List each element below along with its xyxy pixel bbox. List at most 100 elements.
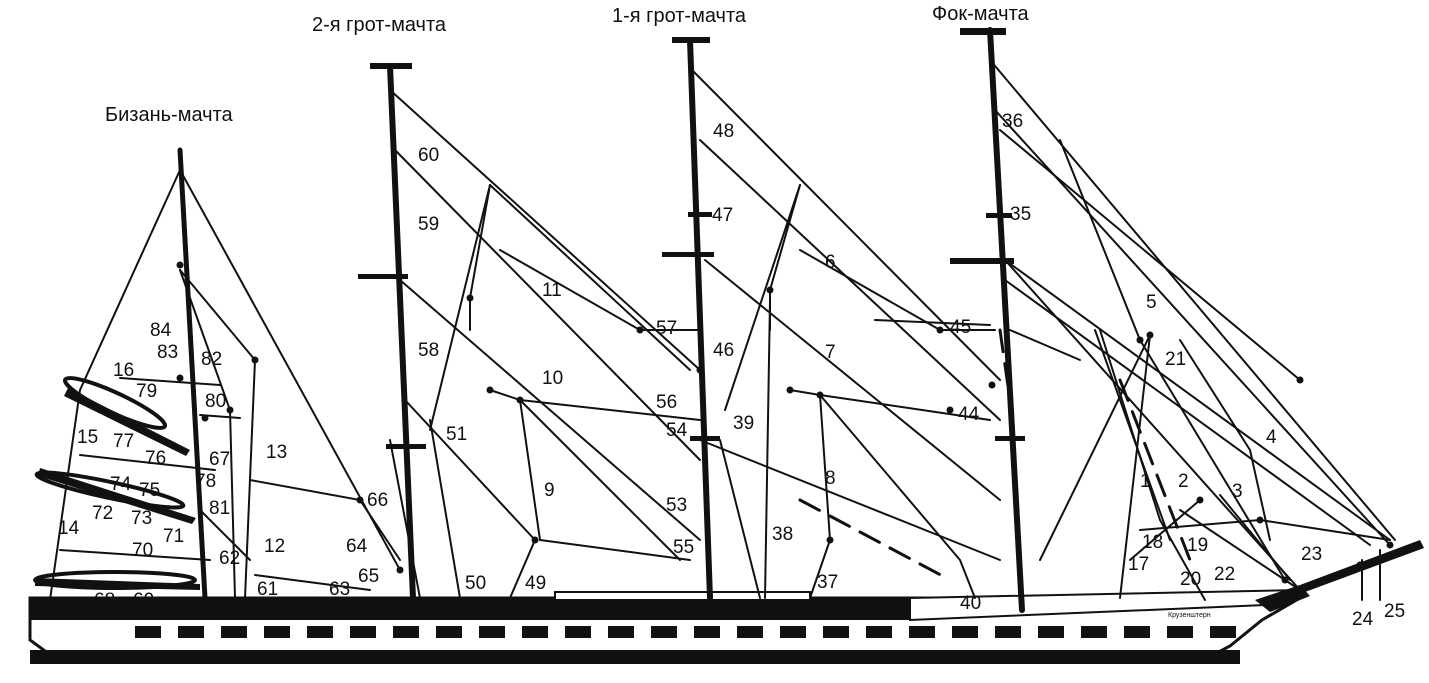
- callout-51: 51: [446, 424, 467, 445]
- block: [226, 406, 234, 414]
- gunport: [479, 626, 505, 638]
- callout-12: 12: [264, 536, 285, 557]
- block: [516, 396, 524, 404]
- callout-4: 4: [1266, 427, 1277, 448]
- rigging-blocks: [176, 261, 1394, 584]
- gunport: [436, 626, 462, 638]
- block: [816, 391, 824, 399]
- callout-68: 68: [94, 590, 115, 611]
- callout-3: 3: [1232, 481, 1243, 502]
- callout-71: 71: [163, 526, 184, 547]
- callout-72: 72: [92, 503, 113, 524]
- callout-47: 47: [712, 205, 733, 226]
- gunport: [522, 626, 548, 638]
- callout-56: 56: [656, 392, 677, 413]
- callout-15: 15: [77, 427, 98, 448]
- mizzen-mast-label: Бизань-мачта: [105, 104, 234, 126]
- block: [988, 381, 996, 389]
- block: [531, 536, 539, 544]
- callout-35: 35: [1010, 204, 1031, 225]
- callout-7: 7: [825, 342, 836, 363]
- callout-22: 22: [1214, 564, 1235, 585]
- block: [1386, 541, 1394, 549]
- block: [466, 294, 474, 302]
- block: [786, 386, 794, 394]
- callout-59: 59: [418, 214, 439, 235]
- callout-75: 75: [139, 480, 160, 501]
- hull-name: Крузенштерн: [1168, 612, 1211, 619]
- callout-17: 17: [1128, 554, 1149, 575]
- callout-83: 83: [157, 342, 178, 363]
- callout-54: 54: [666, 420, 688, 441]
- gunport: [608, 626, 634, 638]
- gunport: [264, 626, 290, 638]
- fore-mast-label: Фок-мачта: [932, 3, 1030, 25]
- gunport: [135, 626, 161, 638]
- gunport: [307, 626, 333, 638]
- callout-9: 9: [544, 480, 555, 501]
- gunport: [1038, 626, 1064, 638]
- callout-6: 6: [825, 252, 836, 273]
- callout-63: 63: [329, 579, 350, 600]
- callout-11: 11: [542, 280, 562, 301]
- callout-48: 48: [713, 121, 734, 142]
- block: [1356, 561, 1364, 569]
- gunport: [1124, 626, 1150, 638]
- callout-16: 16: [113, 360, 134, 381]
- callout-25: 25: [1384, 601, 1405, 622]
- callout-67: 67: [209, 449, 230, 470]
- callout-1: 1: [1140, 471, 1151, 492]
- gunport: [737, 626, 763, 638]
- mizzen-spars: [33, 376, 200, 590]
- callout-39: 39: [733, 413, 754, 434]
- gunport: [866, 626, 892, 638]
- block: [1146, 331, 1154, 339]
- callout-55: 55: [673, 537, 694, 558]
- callout-78: 78: [195, 471, 216, 492]
- gunport: [651, 626, 677, 638]
- callout-66: 66: [367, 490, 388, 511]
- callout-24: 24: [1352, 609, 1374, 630]
- block: [251, 356, 259, 364]
- block: [201, 414, 209, 422]
- block: [946, 406, 954, 414]
- callout-40: 40: [960, 593, 981, 614]
- callout-49: 49: [525, 573, 546, 594]
- callout-73: 73: [131, 508, 152, 529]
- callout-38: 38: [772, 524, 793, 545]
- callout-23: 23: [1301, 544, 1322, 565]
- block: [766, 286, 774, 294]
- callout-19: 19: [1187, 535, 1208, 556]
- block: [176, 261, 184, 269]
- callout-62: 62: [219, 548, 240, 569]
- callout-8: 8: [825, 468, 836, 489]
- callout-20: 20: [1180, 569, 1201, 590]
- block: [1281, 576, 1289, 584]
- callout-80: 80: [205, 391, 226, 412]
- block: [696, 366, 704, 374]
- callout-58: 58: [418, 340, 439, 361]
- callout-13: 13: [266, 442, 287, 463]
- gunport: [823, 626, 849, 638]
- block: [1136, 336, 1144, 344]
- callout-60: 60: [418, 145, 439, 166]
- callout-5: 5: [1146, 292, 1157, 313]
- block: [1196, 496, 1204, 504]
- gunport: [995, 626, 1021, 638]
- callout-65: 65: [358, 566, 379, 587]
- gunport: [952, 626, 978, 638]
- gunport: [780, 626, 806, 638]
- callout-44: 44: [958, 404, 980, 425]
- gunport: [1210, 626, 1236, 638]
- callout-10: 10: [542, 368, 563, 389]
- block: [486, 386, 494, 394]
- block: [356, 496, 364, 504]
- gunport: [393, 626, 419, 638]
- callout-70: 70: [132, 540, 153, 561]
- gunport: [909, 626, 935, 638]
- gunport: [694, 626, 720, 638]
- callout-64: 64: [346, 536, 368, 557]
- main-mast-1-label: 1-я грот-мачта: [612, 5, 747, 27]
